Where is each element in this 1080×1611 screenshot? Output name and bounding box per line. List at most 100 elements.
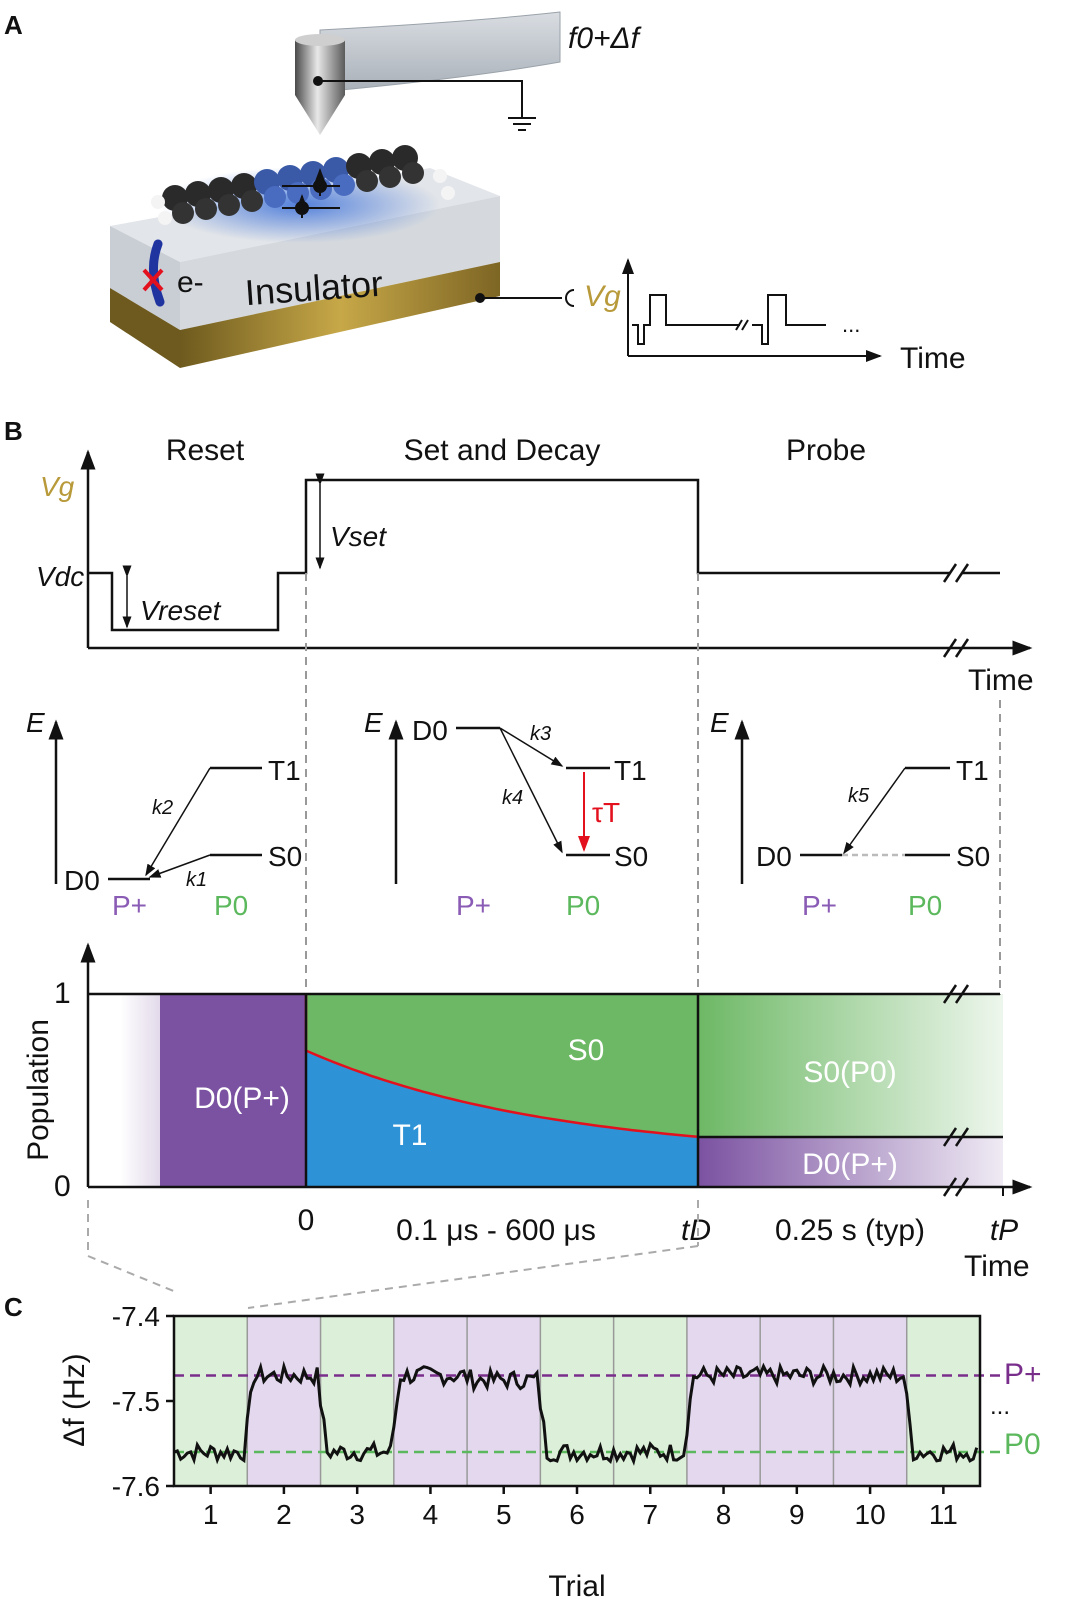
x-tick-label: 10 xyxy=(855,1499,886,1530)
trial-band xyxy=(686,1316,761,1486)
hydrogen-atom xyxy=(433,169,447,183)
reset-t1: T1 xyxy=(268,755,301,786)
x-tick-label: 3 xyxy=(349,1499,365,1530)
energy-levels xyxy=(108,726,950,881)
molecule xyxy=(151,145,455,225)
reset-p0: P0 xyxy=(214,890,248,921)
c-p0-label: P0 xyxy=(1004,1428,1041,1461)
phase-probe: Probe xyxy=(786,434,866,467)
label-s0: S0 xyxy=(568,1034,605,1067)
hydrogen-atom xyxy=(441,186,455,200)
phase-set-decay: Set and Decay xyxy=(404,434,601,467)
x-tick-label: 2 xyxy=(276,1499,292,1530)
c-xlabel: Trial xyxy=(548,1570,605,1603)
df-trace xyxy=(173,1360,979,1466)
y-tick-label: -7.4 xyxy=(112,1301,160,1332)
ground-wire xyxy=(318,80,523,118)
carbon-atom xyxy=(379,166,401,188)
x-tick-label: 7 xyxy=(642,1499,658,1530)
e-label-2: E xyxy=(364,707,383,738)
insulator-front xyxy=(180,196,500,330)
transition-arrows xyxy=(145,727,906,878)
c-ylabel: Δf (Hz) xyxy=(58,1353,91,1446)
panel-a-label: A xyxy=(4,10,23,40)
time-label-1: Time xyxy=(968,664,1034,697)
region-d0p-probe xyxy=(698,1137,1003,1187)
x-tick-label: 11 xyxy=(929,1499,958,1530)
probe-s0: S0 xyxy=(956,841,990,872)
trial-band xyxy=(393,1316,468,1486)
hydrogen-atom xyxy=(158,211,172,225)
vg-label: Vg xyxy=(40,471,75,502)
label-d0p: D0(P+) xyxy=(194,1082,290,1115)
probe-d0: D0 xyxy=(756,841,792,872)
vset-label: Vset xyxy=(330,521,387,552)
c-ellipsis: ... xyxy=(990,1393,1010,1420)
tp-label: tP xyxy=(990,1214,1018,1247)
c-pplus-label: P+ xyxy=(1004,1358,1042,1391)
gold-front xyxy=(180,262,500,368)
gate-terminal xyxy=(565,289,575,307)
c-y-ticks: -7.4 -7.5 -7.6 xyxy=(112,1301,174,1502)
axis-break-marks xyxy=(942,563,970,658)
energy-axes xyxy=(48,719,750,884)
population-label: Population xyxy=(22,1019,55,1161)
k3-label: k3 xyxy=(530,723,551,745)
range1-label: 0.1 μs - 600 μs xyxy=(396,1214,596,1247)
gate-label: Vg xyxy=(584,280,621,313)
trial-band xyxy=(833,1316,907,1486)
trial-band xyxy=(247,1316,321,1486)
set-s0: S0 xyxy=(614,841,648,872)
phase-reset: Reset xyxy=(166,434,245,467)
carbon-atom xyxy=(264,186,286,208)
blocked-icon xyxy=(142,268,164,292)
energy-labels: E E E T1 S0 D0 k2 k1 P+ P0 D0 T1 S0 k3 k… xyxy=(26,707,990,921)
tip-top xyxy=(295,34,345,46)
x-tick-label: 4 xyxy=(423,1499,439,1530)
y-tick-label: -7.5 xyxy=(112,1386,160,1417)
e-label-3: E xyxy=(710,707,729,738)
k4-label: k4 xyxy=(502,787,523,809)
x-tick-label: 9 xyxy=(789,1499,805,1530)
inset-time-label: Time xyxy=(900,342,966,375)
tau-label: τT xyxy=(592,797,620,828)
freq-label: f0+Δf xyxy=(568,22,642,55)
pop-y0: 0 xyxy=(54,1170,71,1203)
probe-t1: T1 xyxy=(956,755,989,786)
k2-label: k2 xyxy=(152,797,173,819)
range2-label: 0.25 s (typ) xyxy=(775,1214,925,1247)
insulator-label: Insulator xyxy=(244,263,385,314)
vg-waveform xyxy=(80,449,1033,656)
label-d0p-probe: D0(P+) xyxy=(802,1148,898,1181)
set-d0: D0 xyxy=(412,715,448,746)
reset-d0: D0 xyxy=(64,865,100,896)
decay-curve xyxy=(304,994,699,1139)
x-tick-label: 6 xyxy=(569,1499,585,1530)
cantilever xyxy=(319,11,561,93)
e-label-1: E xyxy=(26,707,45,738)
region-s0p xyxy=(698,994,1003,1137)
label-t1: T1 xyxy=(392,1119,427,1152)
probe-pplus: P+ xyxy=(802,890,837,921)
time-label-2: Time xyxy=(964,1250,1030,1283)
carbon-atom xyxy=(402,162,424,184)
pop-break-marks xyxy=(942,984,970,1197)
gold-left xyxy=(110,288,180,368)
x-tick-label: 5 xyxy=(496,1499,512,1530)
electron-path xyxy=(149,239,165,307)
vdc-label: Vdc xyxy=(36,561,84,592)
t0-label: 0 xyxy=(298,1204,315,1237)
panel-c-label: C xyxy=(4,1292,23,1322)
hydrogen-atom xyxy=(151,195,165,209)
carbon-atom xyxy=(195,198,217,220)
trial-backgrounds xyxy=(174,1316,980,1486)
electron-label: e- xyxy=(177,266,204,299)
k1-label: k1 xyxy=(186,869,207,891)
pop-y1: 1 xyxy=(54,977,71,1010)
carbon-atom xyxy=(356,170,378,192)
y-tick-label: -7.6 xyxy=(112,1471,160,1502)
set-p0: P0 xyxy=(566,890,600,921)
zoom-lines xyxy=(87,1200,699,1309)
